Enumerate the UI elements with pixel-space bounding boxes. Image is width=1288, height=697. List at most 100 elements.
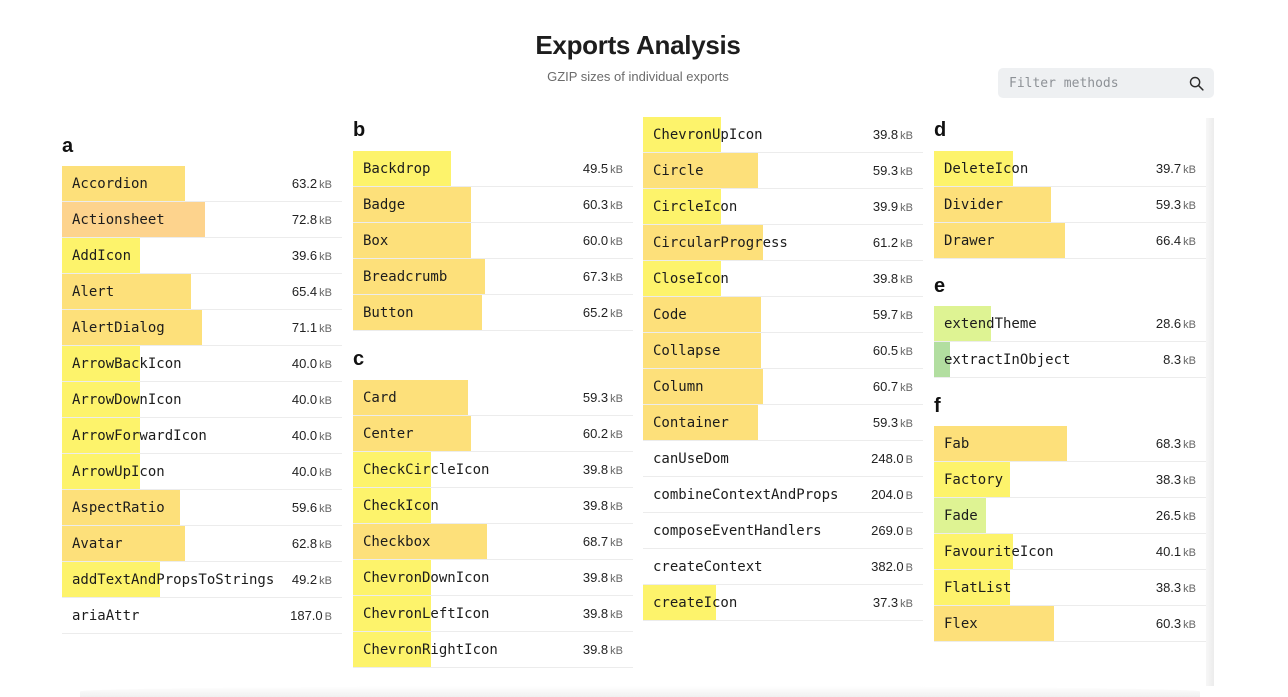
size-bar [934,342,951,377]
size-bar [934,498,986,533]
export-name: CheckCircleIcon [363,462,490,478]
export-name: composeEventHandlers [653,523,822,539]
size-bar [62,202,205,237]
export-name: extendTheme [944,316,1037,332]
export-name: Avatar [72,536,123,552]
size-bar [643,585,716,620]
export-name: Alert [72,284,115,300]
size-bar [934,534,1013,569]
export-name: combineContextAndProps [653,487,839,503]
export-name: AddIcon [72,248,132,264]
size-bar [353,488,432,523]
size-bar [934,306,992,341]
group-letter: a [62,135,74,157]
export-name: Factory [944,472,1004,488]
export-name: createIcon [653,595,738,611]
size-bar [643,189,722,224]
size-bar [353,560,432,595]
size-bar [643,261,722,296]
group-letter: e [934,275,946,297]
filter-input[interactable] [998,68,1178,98]
export-name: ArrowDownIcon [72,392,182,408]
size-bar [62,562,160,597]
export-name: ariaAttr [72,608,140,624]
size-bar [353,524,488,559]
export-name: canUseDom [653,451,729,467]
size-bar [934,426,1068,461]
export-name: Fade [944,508,978,524]
search-icon[interactable] [1188,75,1205,92]
export-name: ChevronDownIcon [363,570,490,586]
filter-box[interactable] [998,68,1214,98]
export-name: extractInObject [944,352,1071,368]
export-name: CircularProgress [653,235,788,251]
size-bar [643,405,758,440]
